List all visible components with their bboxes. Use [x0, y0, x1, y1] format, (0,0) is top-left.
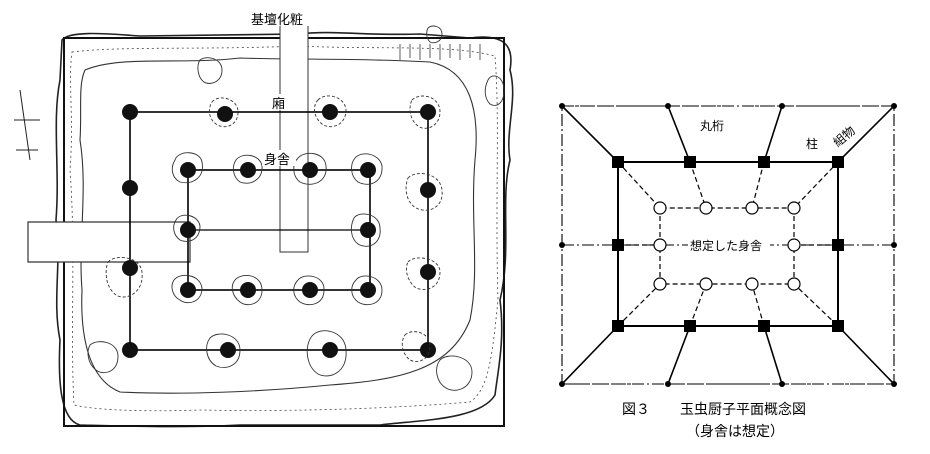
frame-dots: [559, 103, 897, 387]
moya-label: 身舎: [264, 152, 290, 168]
column: [360, 162, 376, 178]
column: [360, 282, 376, 298]
square-column: [832, 156, 844, 168]
round-column: [745, 277, 759, 291]
column: [217, 106, 233, 122]
column: [302, 282, 318, 298]
square-column: [684, 156, 696, 168]
assumed-moya-label: 想定した身舎: [690, 238, 762, 253]
stair-band: [27, 221, 191, 263]
hisashi-label: 廂: [272, 96, 285, 112]
hisashi-grid: [129, 111, 429, 351]
round-column: [653, 238, 667, 252]
foundation-inner-outline: [69, 45, 499, 412]
dashed-connectors: [617, 161, 839, 327]
excavation-plan: 基壇化粧 廂 身舎: [14, 10, 514, 428]
column: [122, 260, 138, 276]
foundation-outline: [55, 31, 514, 428]
square-column: [612, 320, 624, 332]
round-column: [653, 201, 667, 215]
column: [420, 342, 436, 358]
square-column: [832, 320, 844, 332]
top-dashes: [562, 105, 894, 385]
round-column: [653, 277, 667, 291]
square-column: [612, 156, 624, 168]
column: [420, 104, 436, 120]
column: [420, 182, 436, 198]
inner-columns: [180, 162, 376, 298]
round-column: [787, 238, 801, 252]
round-column: [787, 277, 801, 291]
square-column: [758, 320, 770, 332]
square-column: [832, 239, 844, 251]
round-column: [787, 201, 801, 215]
round-columns: [653, 201, 801, 291]
round-column: [745, 201, 759, 215]
column: [180, 222, 196, 238]
column: [420, 264, 436, 280]
scale-mark: [14, 89, 40, 161]
outer-columns: [122, 104, 436, 358]
kidan-label: 基壇化粧: [251, 12, 303, 28]
top-hatching: [399, 44, 481, 60]
hashira-label: 柱: [806, 136, 818, 151]
top-ridge-lines: [667, 105, 783, 385]
corner-diagonals: [561, 105, 895, 385]
column: [180, 282, 196, 298]
concept-diagram: 丸桁 柱 組物 想定した身舎: [559, 103, 897, 387]
round-column: [699, 277, 713, 291]
column: [122, 180, 138, 196]
column: [240, 282, 256, 298]
square-column: [612, 239, 624, 251]
kidan-strip: [279, 21, 309, 253]
figure-title: 玉虫厨子平面概念図: [680, 401, 806, 418]
rubble-sketches: [87, 25, 505, 391]
column: [322, 104, 338, 120]
square-column: [684, 320, 696, 332]
square-columns: [612, 156, 844, 332]
square-column: [758, 156, 770, 168]
figure-number: 図３: [622, 402, 650, 418]
column: [322, 342, 338, 358]
column: [360, 222, 376, 238]
column: [220, 342, 236, 358]
column: [180, 162, 196, 178]
column: [122, 104, 138, 120]
round-column: [699, 201, 713, 215]
caption: 図３ 玉虫厨子平面概念図 （身舎は想定）: [622, 401, 806, 440]
column: [122, 342, 138, 358]
figure-note: （身舎は想定）: [686, 424, 784, 440]
column: [302, 162, 318, 178]
marugeta-label: 丸桁: [700, 119, 724, 133]
column: [240, 162, 256, 178]
